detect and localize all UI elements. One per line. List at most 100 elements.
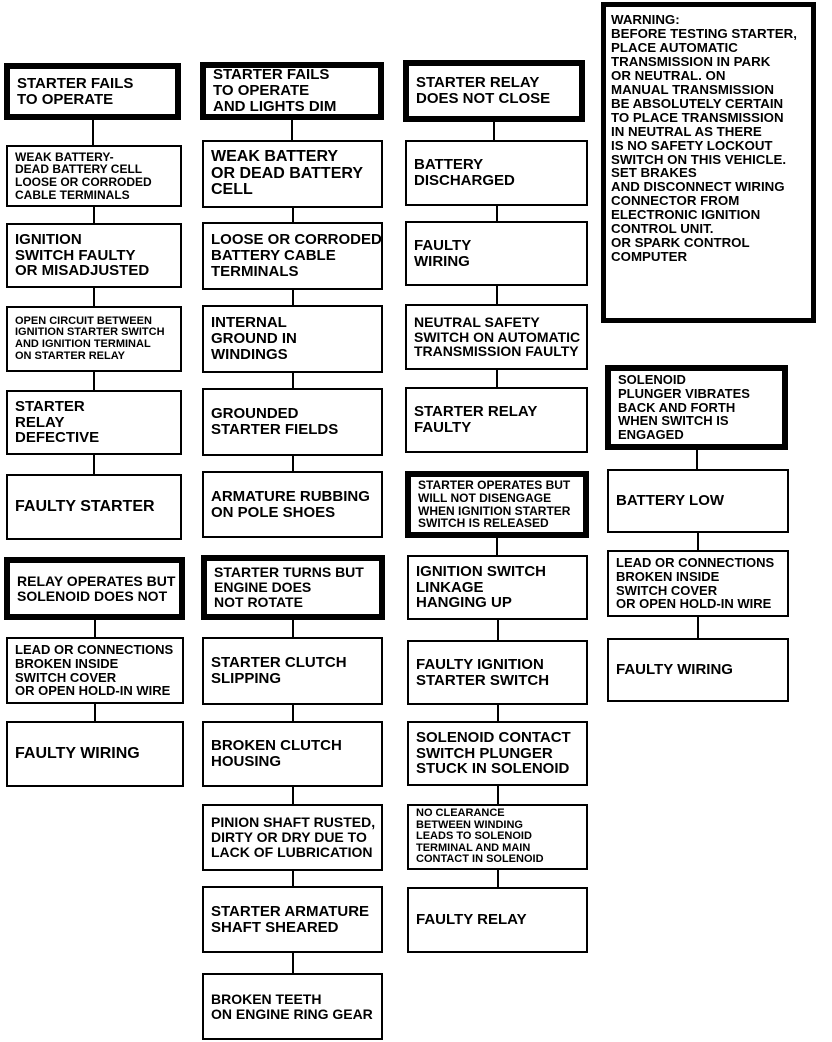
box-text-line: FAULTY STARTER bbox=[15, 497, 155, 515]
box-text-line: AND LIGHTS DIM bbox=[213, 97, 337, 115]
flow-connector bbox=[697, 533, 699, 550]
box-text-line: AND DISCONNECT WIRING bbox=[611, 179, 785, 195]
flow-connector bbox=[496, 286, 498, 304]
flow-connector bbox=[292, 456, 294, 471]
box-text-line: LEAD OR CONNECTIONS bbox=[15, 642, 174, 658]
box-text-line: ON POLE SHOES bbox=[211, 503, 336, 521]
box-text-line: LOOSE OR CORRODED bbox=[15, 175, 152, 189]
flow-connector bbox=[93, 207, 95, 223]
box-text-line: INTERNAL bbox=[211, 314, 287, 332]
box-text-line: ELECTRONIC IGNITION bbox=[611, 207, 761, 223]
box-text-line: WEAK BATTERY bbox=[211, 147, 339, 165]
box-text-line: SOLENOID CONTACT bbox=[416, 728, 571, 746]
flow-connector bbox=[496, 206, 498, 221]
box-text-line: STARTER CLUTCH bbox=[211, 654, 347, 672]
box-text-line: HOUSING bbox=[211, 753, 282, 770]
box-text-line: TRANSMISSION IN PARK bbox=[611, 53, 771, 69]
box-text-line: FAULTY IGNITION bbox=[416, 655, 544, 673]
flow-connector bbox=[93, 455, 95, 474]
box-text-line: ARMATURE RUBBING bbox=[211, 487, 370, 505]
box-text-line: PLUNGER VIBRATES bbox=[618, 386, 750, 402]
box-text-line: IGNITION STARTER SWITCH bbox=[15, 326, 165, 339]
box-text-line: CONTACT IN SOLENOID bbox=[416, 853, 544, 866]
box-text-line: STARTER ARMATURE bbox=[211, 902, 370, 920]
flow-connector bbox=[291, 120, 293, 140]
box-text-line: STARTER SWITCH bbox=[416, 671, 550, 689]
box-text-line: SHAFT SHEARED bbox=[211, 918, 339, 936]
box-text-line: FAULTY WIRING bbox=[616, 661, 733, 679]
box-text-line: FAULTY bbox=[414, 419, 472, 436]
flow-connector bbox=[94, 620, 96, 637]
box-text-line: BROKEN TEETH bbox=[211, 990, 322, 1007]
cause-box-faulty-relay: FAULTY RELAY bbox=[407, 887, 588, 953]
box-text-line: STARTER bbox=[15, 397, 85, 415]
box-text-line: DOES NOT CLOSE bbox=[416, 90, 551, 107]
box-text-line: RELAY bbox=[15, 413, 65, 431]
flow-connector bbox=[94, 704, 96, 721]
box-text-line: NOT ROTATE bbox=[214, 593, 303, 610]
box-text-line: RELAY OPERATES BUT bbox=[17, 572, 176, 589]
box-text-line: DEAD BATTERY CELL bbox=[15, 162, 143, 177]
box-text-line: NEUTRAL SAFETY bbox=[414, 313, 540, 330]
cause-box-faulty-wiring: FAULTY WIRING bbox=[6, 721, 184, 787]
box-text-line: TRANSMISSION FAULTY bbox=[414, 343, 579, 360]
box-text-line: COMPUTER bbox=[611, 249, 688, 265]
flow-connector bbox=[493, 122, 495, 140]
flow-connector bbox=[696, 450, 698, 469]
box-text-line: SWITCH FAULTY bbox=[15, 246, 136, 264]
box-text-line: IS NO SAFETY LOCKOUT bbox=[611, 137, 773, 153]
cause-box-battery-low: BATTERY LOW bbox=[607, 469, 789, 533]
box-text-line: STARTER OPERATES BUT bbox=[418, 478, 571, 493]
box-text-line: CONTROL UNIT. bbox=[611, 221, 714, 237]
box-text-line: FAULTY bbox=[414, 236, 472, 254]
box-text-line: STARTER FAILS bbox=[17, 74, 134, 92]
box-text-line: BROKEN INSIDE bbox=[15, 655, 119, 671]
box-text-line: WHEN SWITCH IS bbox=[618, 413, 729, 429]
box-text-line: WEAK BATTERY- bbox=[15, 149, 114, 164]
flow-connector bbox=[497, 786, 499, 804]
box-text-line: PLACE AUTOMATIC bbox=[611, 39, 738, 55]
cause-box-faulty-starter: FAULTY STARTER bbox=[6, 474, 182, 540]
flow-connector bbox=[292, 787, 294, 804]
box-text-line: STARTER RELAY bbox=[416, 74, 540, 92]
flow-connector bbox=[497, 870, 499, 887]
flow-connector bbox=[292, 290, 294, 305]
box-text-line: LACK OF LUBRICATION bbox=[211, 843, 373, 860]
box-text-line: BETWEEN WINDING bbox=[416, 818, 523, 831]
box-text-line: SWITCH IS RELEASED bbox=[418, 516, 549, 531]
box-text-line: OR OPEN HOLD-IN WIRE bbox=[15, 683, 171, 699]
flow-connector bbox=[292, 871, 294, 886]
box-text-line: AND IGNITION TERMINAL bbox=[15, 338, 151, 350]
box-text-line: CONNECTOR FROM bbox=[611, 193, 740, 209]
box-text-line: LEADS TO SOLENOID bbox=[416, 830, 532, 843]
box-text-line: ON ENGINE RING GEAR bbox=[211, 1005, 373, 1022]
box-text-line: CABLE TERMINALS bbox=[15, 187, 130, 202]
box-text-line: OPEN CIRCUIT BETWEEN bbox=[15, 314, 152, 327]
flow-connector bbox=[93, 288, 95, 306]
flow-connector bbox=[497, 620, 499, 640]
box-text-line: BATTERY CABLE bbox=[211, 247, 336, 265]
box-text-line: OR NEUTRAL. ON bbox=[611, 67, 726, 83]
box-text-line: BEFORE TESTING STARTER, bbox=[611, 25, 797, 41]
box-text-line: SWITCH COVER bbox=[616, 582, 718, 598]
box-text-line: BACK AND FORTH bbox=[618, 399, 736, 415]
flow-connector bbox=[496, 370, 498, 387]
box-text-line: SOLENOID DOES NOT bbox=[17, 587, 168, 604]
box-text-line: WILL NOT DISENGAGE bbox=[418, 490, 552, 505]
